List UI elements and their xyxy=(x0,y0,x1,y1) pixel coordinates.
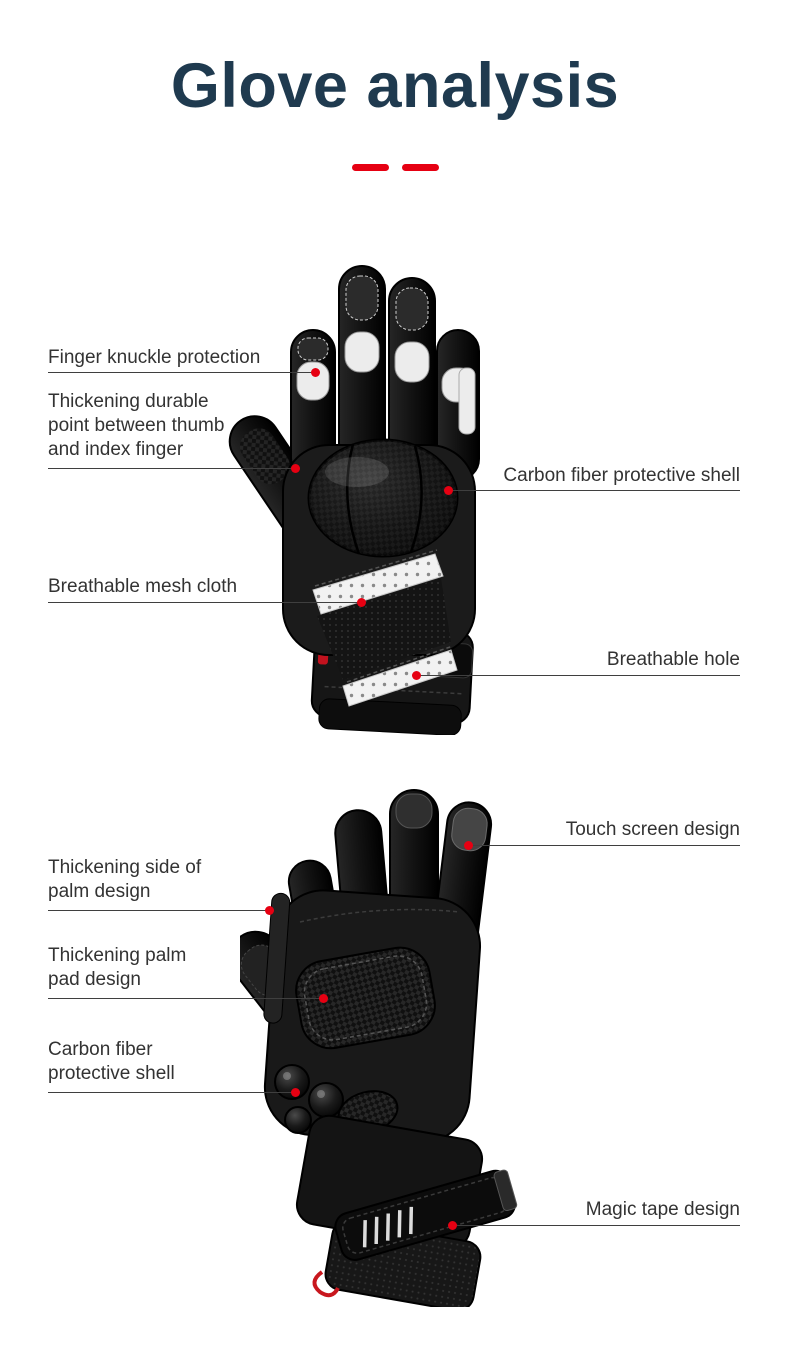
callout-leader-line xyxy=(444,486,740,495)
callout-text: Thickening side of xyxy=(48,857,202,878)
touch-screen-fingertip xyxy=(451,807,488,852)
glove-back-fingers xyxy=(290,265,480,481)
callout-text: Magic tape design xyxy=(585,1199,740,1220)
callout-leader-line xyxy=(48,598,366,607)
callout-text: Breathable mesh cloth xyxy=(48,576,238,597)
glove-back-illustration xyxy=(228,265,480,736)
strap-buckle xyxy=(493,1169,518,1212)
callout-breathable-hole: Breathable hole xyxy=(607,648,740,672)
callout-text: Finger knuckle protection xyxy=(48,347,261,368)
page-title: Glove analysis xyxy=(170,51,620,121)
glove-palm-illustration xyxy=(228,789,518,1312)
callout-text: Thickening palm xyxy=(48,945,187,966)
callout-dot xyxy=(291,1088,300,1097)
callout-text: Breathable hole xyxy=(606,649,740,670)
callout-text: pad design xyxy=(48,969,141,990)
divider-dash xyxy=(401,164,439,171)
callout-text: Carbon fiber protective shell xyxy=(503,465,740,486)
brand-marks xyxy=(362,1206,414,1248)
callout-magic-tape-design: Magic tape design xyxy=(586,1198,740,1222)
callout-dot xyxy=(291,464,300,473)
divider-dash xyxy=(351,164,389,171)
callout-thickening-palm-pad: Thickening palm pad design xyxy=(48,944,186,992)
callout-leader-line xyxy=(48,464,300,473)
callout-thickening-side-of-palm: Thickening side of palm design xyxy=(48,856,201,904)
pull-loop xyxy=(312,1270,340,1298)
callout-leader-line xyxy=(448,1221,740,1230)
callout-finger-knuckle-protection: Finger knuckle protection xyxy=(48,346,260,370)
breathable-panels xyxy=(312,549,458,707)
palm-side-thickening xyxy=(263,892,291,1024)
callout-text: and index finger xyxy=(48,439,184,460)
callout-leader-line xyxy=(48,906,274,915)
callout-dot xyxy=(444,486,453,495)
callout-text: Carbon fiber xyxy=(48,1039,153,1060)
callout-leader-line xyxy=(48,994,328,1003)
callout-text: point between thumb xyxy=(48,415,225,436)
callout-carbon-shell-palm: Carbon fiber protective shell xyxy=(48,1038,175,1086)
callout-dot xyxy=(311,368,320,377)
callout-leader-line xyxy=(48,1088,300,1097)
callout-dot xyxy=(448,1221,457,1230)
glove-palm-view-image xyxy=(228,782,575,1312)
callout-text: Touch screen design xyxy=(565,819,740,840)
glove-back-view-image xyxy=(225,250,490,736)
callout-breathable-mesh-cloth: Breathable mesh cloth xyxy=(48,575,237,599)
callout-dot xyxy=(412,671,421,680)
callout-touch-screen-design: Touch screen design xyxy=(566,818,740,842)
callout-dot xyxy=(464,841,473,850)
callout-dot xyxy=(265,906,274,915)
callout-text: palm design xyxy=(48,881,151,902)
callout-text: protective shell xyxy=(48,1063,175,1084)
callout-text: Thickening durable xyxy=(48,391,209,412)
title-divider xyxy=(0,164,790,171)
callout-leader-line xyxy=(48,368,320,377)
callout-dot xyxy=(357,598,366,607)
callout-thumb-webbing: Thickening durable point between thumb a… xyxy=(48,390,224,462)
magic-tape-strap xyxy=(334,1169,518,1261)
carbon-knuckle-shell xyxy=(307,438,459,558)
callout-leader-line xyxy=(464,841,740,850)
palm-pad xyxy=(295,946,436,1050)
callout-dot xyxy=(319,994,328,1003)
callout-leader-line xyxy=(412,671,740,680)
callout-carbon-shell-back: Carbon fiber protective shell xyxy=(503,464,740,488)
carbon-protective-studs xyxy=(274,1064,399,1134)
